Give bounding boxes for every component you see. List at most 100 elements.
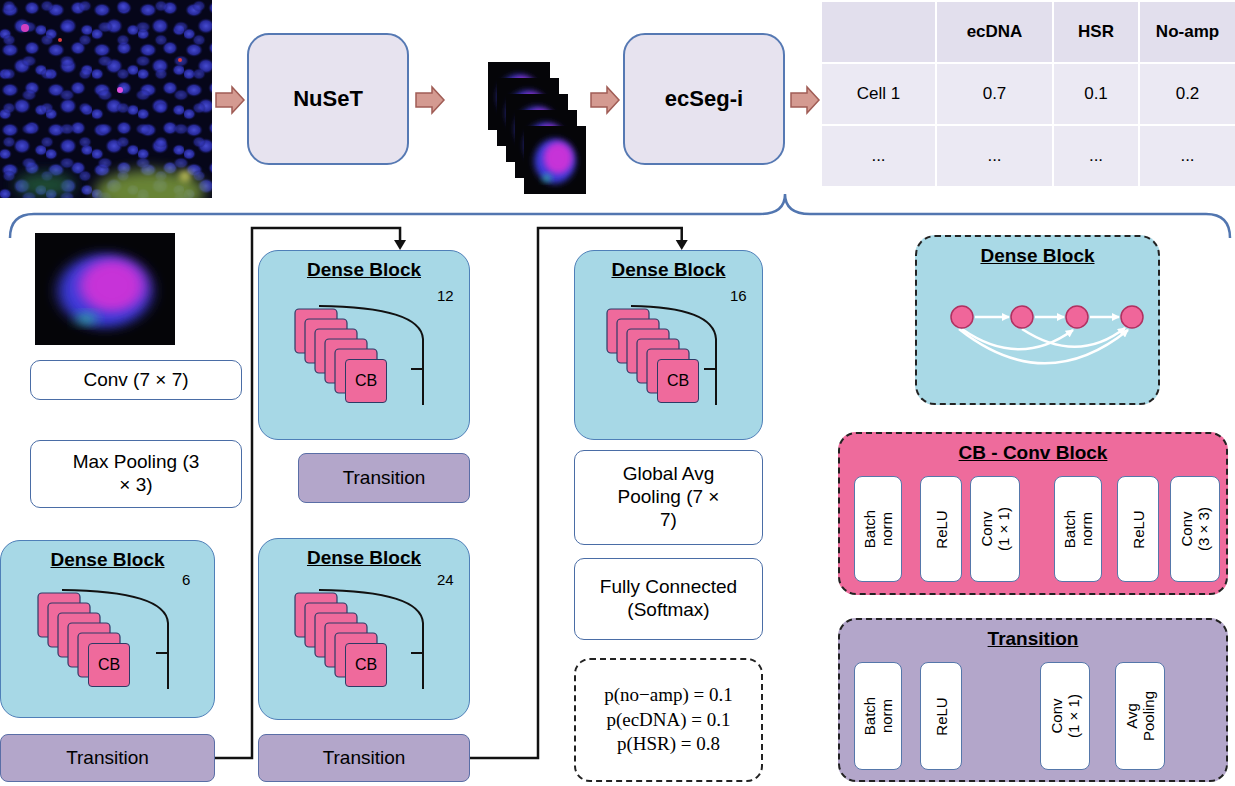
dense-link (1035, 316, 1064, 319)
dense-link (959, 329, 1128, 363)
nuclei (0, 0, 212, 198)
repeat-bracket (62, 590, 168, 689)
transition-box: Transition (258, 734, 470, 782)
layer-box: Conv (3 × 3) (1170, 476, 1220, 582)
table-text: 0.7 (983, 84, 1007, 104)
legend-panel: Dense Block (915, 235, 1160, 405)
table-cell: HSR (1054, 2, 1138, 62)
table-cell: 0.1 (1054, 64, 1138, 124)
layer-box: Batch norm (1054, 476, 1102, 582)
repeat-bracket (631, 306, 716, 405)
conv-block-card: CB (345, 643, 387, 687)
legend-title: CB - Conv Block (840, 442, 1226, 465)
dense-block: Dense Block16CB (574, 250, 763, 440)
table-cell: ... (822, 126, 935, 186)
layer-label: ReLU (933, 504, 950, 554)
box-label: CB (355, 371, 377, 390)
box-label: NuSeT (293, 86, 363, 112)
layer-label: Conv (1 × 1) (978, 504, 1012, 554)
table-text: ... (1180, 146, 1194, 166)
table-cell: 0.7 (937, 64, 1052, 124)
layer-circle (1011, 306, 1033, 328)
microscopy-image (0, 0, 212, 198)
box-label: Transition (343, 467, 426, 490)
cell-image-stack (488, 62, 586, 194)
layer-label: Conv (1 × 1) (1048, 691, 1082, 741)
table-cell: ... (1140, 126, 1235, 186)
layer-label: Batch norm (861, 691, 895, 741)
layer-circle (1121, 306, 1143, 328)
box-label: Max Pooling (3 × 3) (71, 451, 201, 497)
spot (21, 24, 29, 32)
table-text: HSR (1078, 22, 1114, 42)
layer-label: Batch norm (1061, 504, 1095, 554)
table-text: No-amp (1156, 22, 1219, 42)
dense-block: Dense Block24CB (258, 538, 470, 720)
brace (10, 194, 1230, 238)
layer-box: Batch norm (854, 476, 902, 582)
repeat-bracket (319, 306, 423, 405)
layer-circle (951, 306, 973, 328)
dense-link (1090, 316, 1119, 319)
table-cell: Cell 1 (822, 64, 935, 124)
spot (58, 38, 62, 42)
arrowhead (394, 240, 406, 250)
output-box: p(no−amp) = 0.1p(ecDNA) = 0.1p(HSR) = 0.… (574, 658, 763, 782)
legend-panel: CB - Conv BlockBatch norm ReLU Conv (1 × 1… (838, 432, 1228, 595)
repeat-count: 24 (437, 571, 454, 589)
layer-box: Fully Connected (Softmax) (574, 558, 763, 640)
probability-label: p(no−amp) = 0.1 (604, 683, 733, 708)
nuclei (0, 0, 212, 198)
dense-link (962, 329, 1073, 349)
layer-label: ReLU (1130, 504, 1147, 554)
table-cell: ... (937, 126, 1052, 186)
transition-box: Transition (0, 734, 215, 782)
layer-box: Global Avg Pooling (7 × 7) (574, 450, 763, 545)
spot (178, 58, 182, 62)
block-title: Dense Block (259, 547, 469, 570)
repeat-bracket (319, 590, 423, 689)
spot (117, 87, 123, 93)
box-label: Conv (7 × 7) (83, 369, 188, 392)
probability-label: p(HSR) = 0.8 (617, 732, 720, 757)
conv-block-card: CB (345, 359, 387, 403)
box-label: Transition (66, 747, 149, 770)
dense-link (975, 316, 1009, 319)
layer-label: Conv (3 × 3) (1178, 504, 1212, 554)
cell-image (35, 233, 175, 345)
block-title: Dense Block (1, 549, 214, 572)
table-text: Cell 1 (857, 84, 900, 104)
layer-box: Max Pooling (3 × 3) (30, 440, 242, 508)
green-glow (15, 173, 75, 197)
repeat-count: 6 (182, 571, 190, 589)
box-label: Transition (323, 747, 406, 770)
cell-image (524, 126, 586, 194)
transition-box: Transition (298, 453, 470, 503)
legend-title: Transition (840, 628, 1226, 651)
layer-label: ReLU (933, 691, 950, 741)
table-cell: ... (1054, 126, 1138, 186)
table-cell: ecDNA (937, 2, 1052, 62)
table-text: ecDNA (967, 22, 1023, 42)
table-text: ... (871, 146, 885, 166)
repeat-count: 12 (437, 287, 454, 305)
box-label: CB (355, 655, 377, 674)
block-arrow (791, 87, 819, 113)
layer-circle (1066, 306, 1088, 328)
conv-block-card: CB (657, 359, 699, 403)
layer-box: Conv (1 × 1) (1040, 662, 1090, 770)
table-text: ... (987, 146, 1001, 166)
layer-label: Avg Pooling (1123, 691, 1157, 741)
dense-block: Dense Block12CB (258, 250, 470, 440)
green-glow (95, 170, 205, 198)
box-label: Global Avg Pooling (7 × 7) (611, 463, 726, 531)
box-label: Fully Connected (Softmax) (586, 576, 751, 622)
block-arrow (416, 87, 444, 113)
table-text: 0.1 (1084, 84, 1108, 104)
dense-block: Dense Block6CB (0, 540, 215, 718)
layer-box: ReLU (920, 662, 962, 770)
layer-box: Conv (1 × 1) (970, 476, 1020, 582)
block-arrow (216, 87, 244, 113)
block-title: Dense Block (575, 259, 762, 282)
